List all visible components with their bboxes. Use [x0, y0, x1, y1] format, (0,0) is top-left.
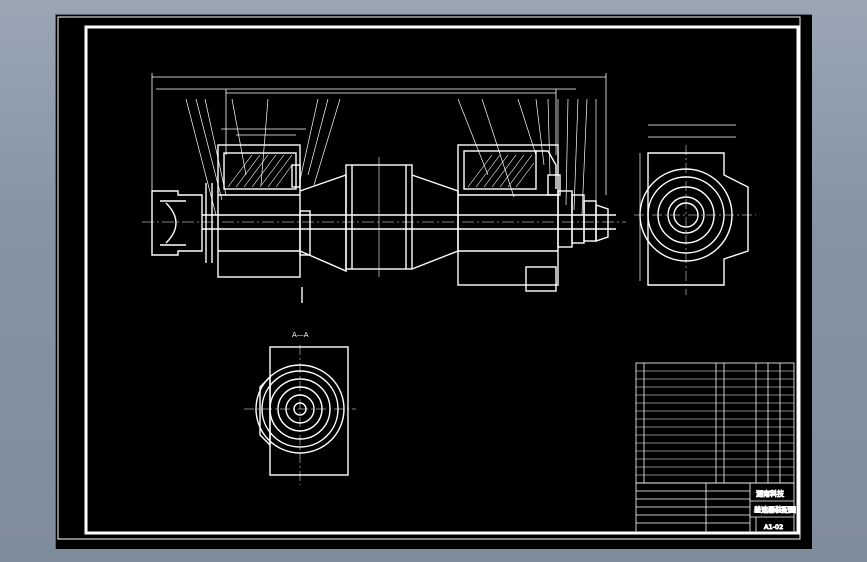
left-gear-hatch [227, 154, 293, 188]
parts-list [635, 362, 795, 484]
title-school: 湖南科技 [756, 489, 784, 498]
main-assembly-view [142, 73, 626, 303]
title-drawing-number: A1-02 [764, 523, 783, 531]
title-drawing-name: 差速器装配图 [754, 505, 796, 514]
left-taper [299, 174, 347, 273]
section-view: A—A [244, 331, 356, 485]
cad-drawing: A—A [57, 16, 801, 540]
title-block [635, 482, 795, 534]
right-gear-hatch [467, 154, 535, 188]
dimension-lines [151, 73, 607, 195]
inner-frame [84, 25, 800, 535]
right-bearing-stack [557, 190, 609, 248]
leader-lines [185, 98, 597, 220]
left-housing [217, 144, 311, 278]
left-flange [151, 183, 213, 263]
drawing-sheet: A—A [55, 14, 812, 549]
section-label: A—A [292, 331, 309, 339]
outer-frame [57, 16, 801, 540]
end-view [634, 124, 756, 295]
right-housing [457, 144, 561, 292]
center-differential [345, 157, 413, 277]
